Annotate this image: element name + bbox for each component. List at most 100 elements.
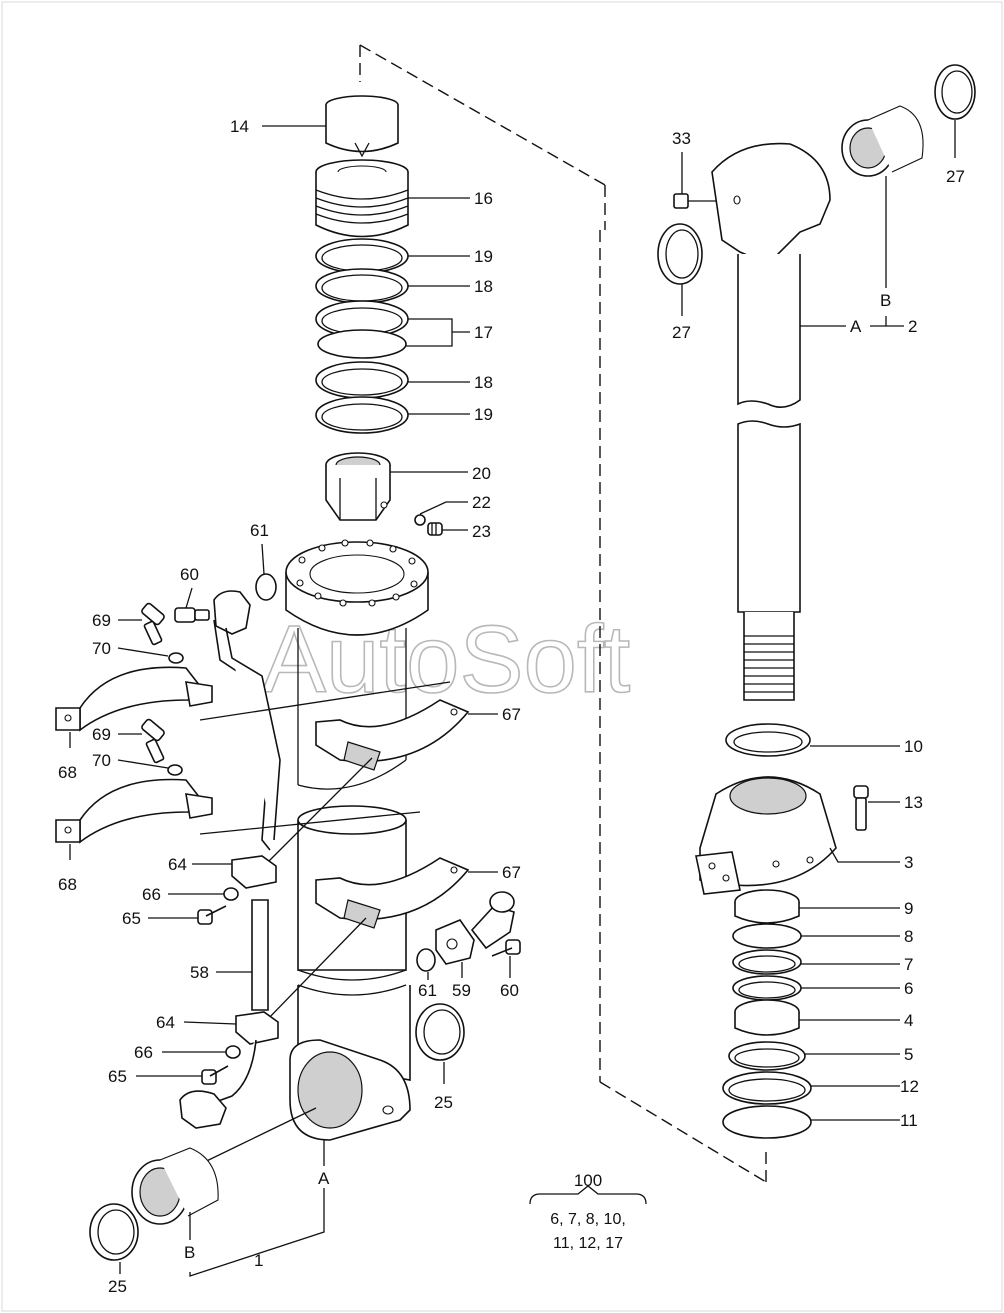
part-64-block-bottom bbox=[235, 1011, 279, 1045]
label-10: 10 bbox=[904, 737, 923, 756]
part-27-ring-left bbox=[657, 223, 703, 285]
label-68-bottom: 68 bbox=[58, 875, 77, 894]
part-10-dust-seal bbox=[725, 723, 811, 757]
part-6-ring bbox=[732, 975, 802, 1001]
label-61-top: 61 bbox=[250, 521, 269, 540]
part-65-bolt-top bbox=[197, 905, 227, 925]
part-65-bolt-bottom bbox=[201, 1065, 229, 1085]
label-12: 12 bbox=[900, 1077, 919, 1096]
label-60-top: 60 bbox=[180, 565, 199, 584]
label-19-bottom: 19 bbox=[474, 405, 493, 424]
label-3: 3 bbox=[904, 853, 913, 872]
part-11-o-ring bbox=[722, 1105, 812, 1139]
label-b-right: B bbox=[880, 291, 891, 310]
part-66-o-ring-top bbox=[223, 887, 239, 901]
part-7-ring bbox=[732, 949, 802, 975]
part-61-o-ring-top bbox=[255, 573, 277, 601]
label-68-top: 68 bbox=[58, 763, 77, 782]
part-19-ring-top bbox=[315, 238, 409, 274]
label-64-top: 64 bbox=[168, 855, 187, 874]
part-22-ball bbox=[414, 514, 426, 526]
label-67-bottom: 67 bbox=[502, 863, 521, 882]
kit-title: 100 bbox=[574, 1171, 602, 1190]
rod-bushing-b bbox=[841, 105, 924, 177]
label-b-bottom: B bbox=[184, 1243, 195, 1262]
label-65-top: 65 bbox=[122, 909, 141, 928]
part-27-ring-top bbox=[934, 64, 976, 120]
label-4: 4 bbox=[904, 1011, 913, 1030]
part-13-socket-bolt bbox=[853, 785, 869, 831]
label-17: 17 bbox=[474, 323, 493, 342]
part-16-piston bbox=[315, 159, 409, 238]
clamp-guide-lines bbox=[187, 681, 451, 1171]
callout-labels: 14 16 19 18 17 18 19 20 22 23 61 60 69 7… bbox=[58, 117, 965, 1296]
part-4-bushing bbox=[734, 999, 800, 1036]
label-13: 13 bbox=[904, 793, 923, 812]
rod-eye bbox=[711, 142, 831, 265]
label-27-left: 27 bbox=[672, 323, 691, 342]
part-58-pipe bbox=[251, 899, 269, 1011]
label-25-left: 25 bbox=[108, 1277, 127, 1296]
part-69-bolt-top bbox=[141, 602, 165, 646]
part-68-clamp-top bbox=[55, 666, 213, 732]
part-17-seal bbox=[315, 300, 409, 359]
part-19-ring-bottom bbox=[315, 396, 409, 434]
label-a-right: A bbox=[850, 317, 862, 336]
label-a-bottom: A bbox=[318, 1169, 330, 1188]
label-25-right: 25 bbox=[434, 1093, 453, 1112]
rod-assembly-boundary bbox=[359, 44, 767, 1183]
part-70-washer-bottom bbox=[167, 764, 183, 776]
pipe-lower-flange bbox=[179, 1039, 257, 1129]
pipe-upper-flange bbox=[213, 590, 281, 851]
label-70-top: 70 bbox=[92, 639, 111, 658]
label-1: 1 bbox=[254, 1251, 263, 1270]
label-8: 8 bbox=[904, 927, 913, 946]
label-22: 22 bbox=[472, 493, 491, 512]
label-33: 33 bbox=[672, 129, 691, 148]
part-25-ring-right bbox=[415, 1003, 465, 1061]
part-59-flange-fitting bbox=[435, 891, 515, 965]
part-69-bolt-bottom bbox=[141, 718, 165, 764]
part-9-bushing bbox=[734, 889, 800, 924]
label-9: 9 bbox=[904, 899, 913, 918]
label-69-bottom: 69 bbox=[92, 725, 111, 744]
label-27-top: 27 bbox=[946, 167, 965, 186]
part-1-bushing bbox=[131, 1147, 219, 1225]
cylinder-bottom-eye bbox=[289, 1039, 411, 1141]
label-7: 7 bbox=[904, 955, 913, 974]
label-66-bottom: 66 bbox=[134, 1043, 153, 1062]
label-69-top: 69 bbox=[92, 611, 111, 630]
part-64-block-top bbox=[231, 855, 277, 889]
part-5-snap-ring bbox=[728, 1041, 806, 1071]
piston-rod bbox=[737, 254, 801, 701]
part-20-rod-nut bbox=[325, 452, 391, 521]
label-2: 2 bbox=[908, 317, 917, 336]
part-61-o-ring-bottom bbox=[416, 948, 436, 972]
part-67-clamp-saddle-top bbox=[315, 699, 470, 771]
label-64-bottom: 64 bbox=[156, 1013, 175, 1032]
label-18-bottom: 18 bbox=[474, 373, 493, 392]
label-67-top: 67 bbox=[502, 705, 521, 724]
leader-lines bbox=[69, 120, 956, 1277]
label-65-bottom: 65 bbox=[108, 1067, 127, 1086]
part-14-piston-nut bbox=[325, 95, 399, 158]
part-12-backup-ring bbox=[722, 1071, 812, 1105]
label-19-top: 19 bbox=[474, 247, 493, 266]
label-14: 14 bbox=[230, 117, 249, 136]
kit-100-callout: 100 6, 7, 8, 10, 11, 12, 17 bbox=[550, 1171, 626, 1252]
part-60-bolt-top bbox=[174, 607, 210, 623]
label-59: 59 bbox=[452, 981, 471, 1000]
label-23: 23 bbox=[472, 522, 491, 541]
label-61-bottom: 61 bbox=[418, 981, 437, 1000]
part-68-clamp-bottom bbox=[55, 778, 213, 844]
part-3-rod-cover bbox=[695, 776, 837, 895]
part-18-ring-top bbox=[315, 268, 409, 304]
part-60-bolt-bottom bbox=[491, 939, 521, 957]
part-8-ring bbox=[732, 923, 802, 949]
part-18-ring-bottom bbox=[315, 361, 409, 399]
part-66-o-ring-bottom bbox=[225, 1045, 241, 1059]
label-11: 11 bbox=[900, 1111, 918, 1130]
part-25-ring-left bbox=[89, 1203, 139, 1261]
